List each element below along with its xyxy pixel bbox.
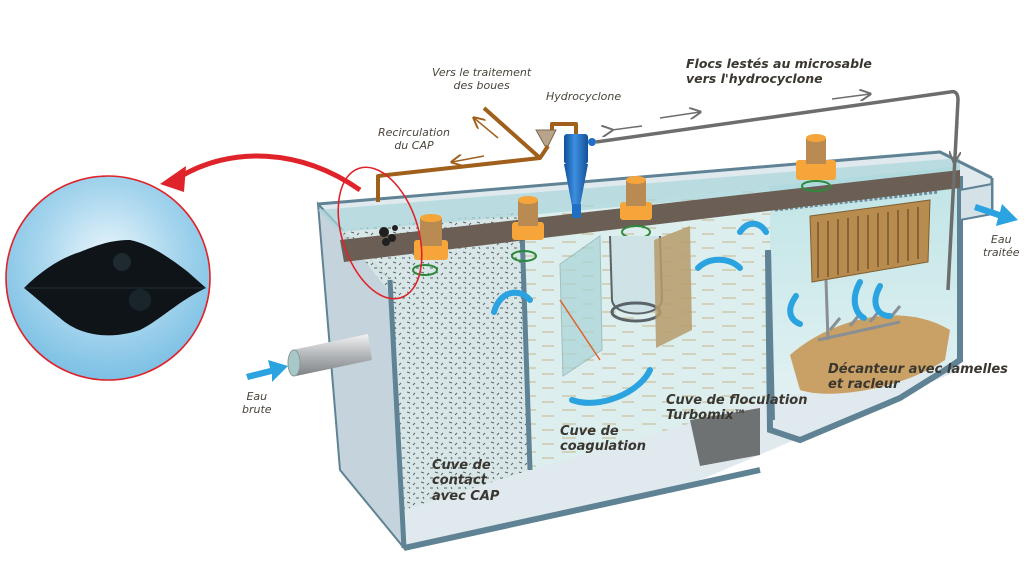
flow-arrows-internal: [491, 220, 893, 406]
mixer-motor-contact: [414, 214, 448, 260]
scraper-motor: [796, 134, 836, 180]
mixer-motors: [414, 134, 836, 260]
settler-scraper: [817, 279, 902, 342]
hydrocyclone: [564, 134, 596, 218]
coagulation-baffle: [559, 235, 603, 377]
contact-tank-water: [340, 212, 530, 510]
label-flocculation-tank: Cuve de floculation Turbomix™: [666, 393, 808, 424]
lamella-pack: [769, 180, 939, 283]
treated-water-arrow-icon: [974, 204, 1018, 226]
raw-water-arrow-icon: [246, 360, 288, 382]
flocs-return-pipe: [595, 89, 960, 291]
label-settler: Décanteur avec lamelles et racleur: [828, 362, 1008, 393]
label-treated-water: Eau traitée: [983, 233, 1020, 259]
label-hydrocyclone: Hydrocyclone: [546, 90, 622, 103]
label-cap-recirculation: Recirculation du CAP: [378, 126, 450, 152]
mixer-motor-coagulation: [512, 196, 544, 240]
label-raw-water: Eau brute: [242, 390, 272, 416]
label-coagulation-tank: Cuve de coagulation: [560, 424, 647, 455]
cap-dosing-point: [379, 225, 398, 246]
callout-arrow: [176, 153, 362, 193]
flocculation-baffle: [654, 226, 692, 348]
cap-recirculation-pipe: [376, 144, 550, 202]
callout-arrow-head: [160, 166, 186, 192]
cap-inset: [5, 175, 211, 381]
raw-water-inlet-pipe: [287, 334, 372, 377]
label-contact-tank: Cuve de contact avec CAP: [432, 458, 500, 504]
mixer-motor-flocculation: [620, 176, 652, 220]
sludge-funnel: [535, 129, 557, 147]
sludge-bed: [790, 315, 950, 394]
sludge-pipework: [376, 106, 578, 202]
sludge-treatment-pipe: [482, 106, 542, 160]
label-ballasted-flocs: Flocs lestés au microsable vers l'hydroc…: [686, 56, 872, 86]
cap-highlight-ring: [337, 166, 423, 300]
direction-arrows: [452, 94, 958, 162]
label-sludge-treatment: Vers le traitement des boues: [432, 66, 532, 92]
